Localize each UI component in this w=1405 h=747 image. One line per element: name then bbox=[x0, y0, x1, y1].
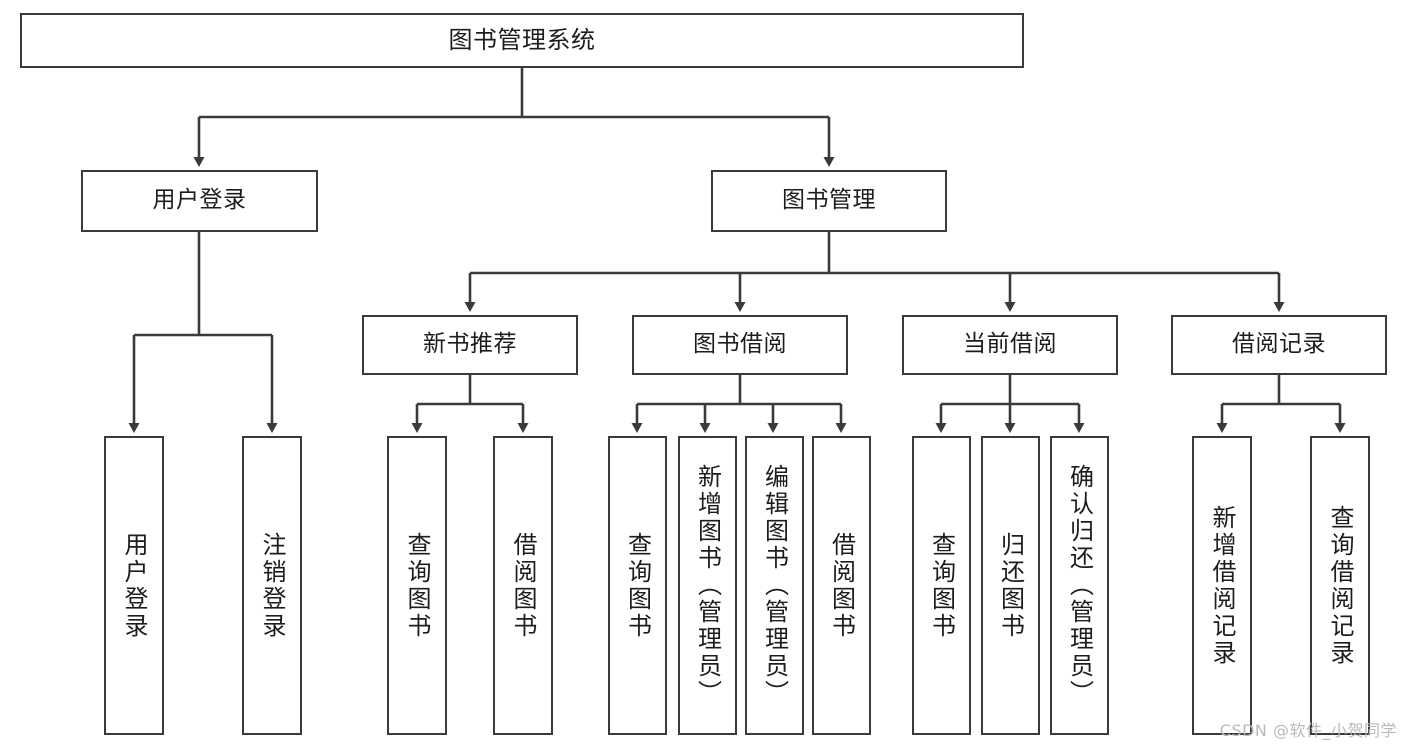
leaf-borrow-record-query-record[interactable]: 查询借阅记录 bbox=[1310, 436, 1370, 735]
leaf-new-book-query-books[interactable]: 查询图书 bbox=[387, 436, 447, 735]
node-label: 借阅记录 bbox=[1232, 331, 1326, 358]
node-label: 当前借阅 bbox=[963, 331, 1057, 358]
node-borrowing-record[interactable]: 借阅记录 bbox=[1171, 315, 1387, 375]
leaf-book-borrow-edit-book-admin[interactable]: 编辑图书（管理员） bbox=[745, 436, 804, 735]
node-current-borrowing[interactable]: 当前借阅 bbox=[902, 315, 1118, 375]
node-label: 用户登录 bbox=[120, 531, 148, 640]
node-label: 图书管理 bbox=[782, 187, 876, 214]
leaf-book-borrow-add-book-admin[interactable]: 新增图书（管理员） bbox=[678, 436, 737, 735]
node-label: 新书推荐 bbox=[423, 331, 517, 358]
leaf-user-login-logout[interactable]: 注销登录 bbox=[242, 436, 302, 735]
node-label: 新增借阅记录 bbox=[1208, 504, 1236, 667]
leaf-book-borrow-borrow-books[interactable]: 借阅图书 bbox=[812, 436, 871, 735]
node-label: 编辑图书（管理员） bbox=[760, 464, 789, 707]
leaf-borrow-record-add-record[interactable]: 新增借阅记录 bbox=[1192, 436, 1252, 735]
node-user-login[interactable]: 用户登录 bbox=[81, 170, 318, 232]
leaf-book-borrow-query-books[interactable]: 查询图书 bbox=[608, 436, 667, 735]
node-label: 查询图书 bbox=[623, 531, 652, 640]
leaf-new-book-borrow-books[interactable]: 借阅图书 bbox=[493, 436, 553, 735]
node-label: 查询图书 bbox=[927, 531, 956, 640]
node-book-borrowing[interactable]: 图书借阅 bbox=[632, 315, 848, 375]
node-label: 注销登录 bbox=[258, 531, 286, 640]
node-new-book-recommendation[interactable]: 新书推荐 bbox=[362, 315, 578, 375]
node-label: 查询借阅记录 bbox=[1326, 504, 1354, 667]
node-label: 用户登录 bbox=[152, 187, 247, 214]
node-book-management[interactable]: 图书管理 bbox=[711, 170, 947, 232]
node-label: 新增图书（管理员） bbox=[693, 464, 722, 707]
leaf-current-borrow-confirm-return-admin[interactable]: 确认归还（管理员） bbox=[1050, 436, 1109, 735]
leaf-current-borrow-query-books[interactable]: 查询图书 bbox=[912, 436, 971, 735]
csdn-watermark: CSDN @软件_小贺同学 bbox=[1219, 721, 1397, 740]
node-label: 图书借阅 bbox=[693, 331, 787, 358]
node-label: 图书管理系统 bbox=[448, 26, 596, 55]
leaf-user-login-login[interactable]: 用户登录 bbox=[104, 436, 164, 735]
node-label: 查询图书 bbox=[403, 531, 431, 640]
leaf-current-borrow-return-books[interactable]: 归还图书 bbox=[981, 436, 1040, 735]
node-root-library-management-system[interactable]: 图书管理系统 bbox=[20, 13, 1024, 68]
node-label: 借阅图书 bbox=[827, 531, 856, 640]
node-label: 确认归还（管理员） bbox=[1065, 464, 1094, 707]
node-label: 归还图书 bbox=[996, 531, 1025, 640]
node-label: 借阅图书 bbox=[509, 531, 537, 640]
